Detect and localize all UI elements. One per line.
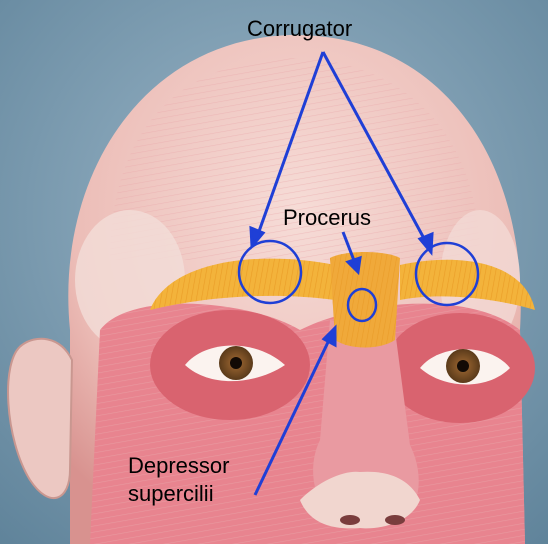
procerus-fibers (330, 252, 400, 348)
label-depressor-line2: supercilii (128, 483, 214, 505)
left-pupil (230, 357, 242, 369)
nostril-right (385, 515, 405, 525)
nostril-left (340, 515, 360, 525)
label-depressor-line1: Depressor (128, 455, 229, 477)
label-corrugator: Corrugator (247, 18, 352, 40)
right-pupil (457, 360, 469, 372)
label-procerus: Procerus (283, 207, 371, 229)
